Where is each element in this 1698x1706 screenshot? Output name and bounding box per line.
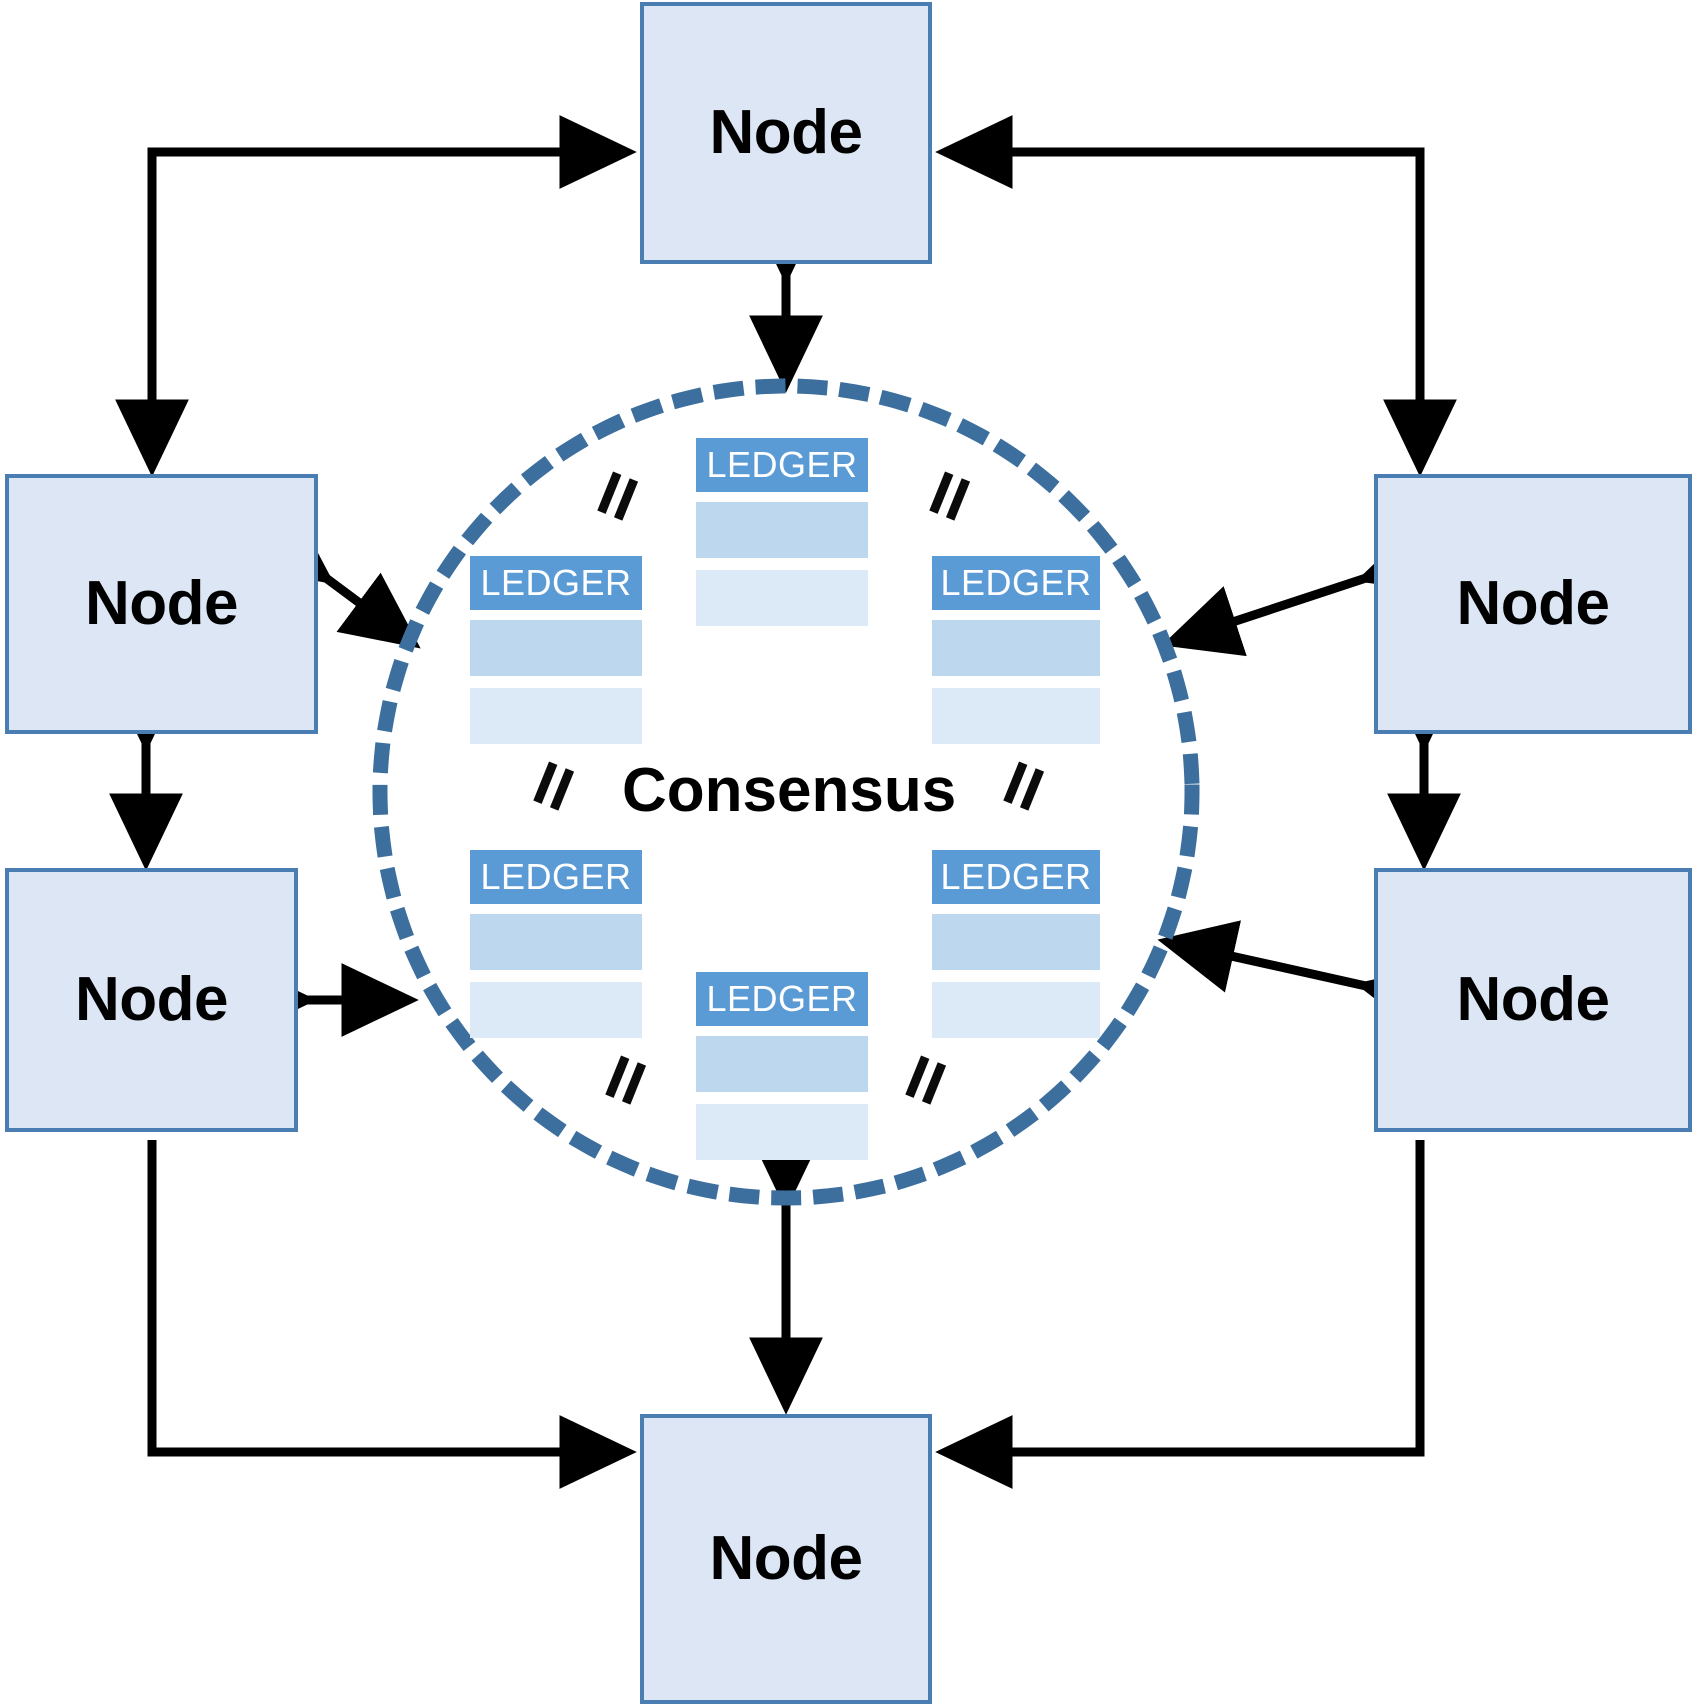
connector-left-to-bottom [147, 1140, 637, 1489]
ledger-spacer [932, 904, 1100, 914]
node-label: Node [1456, 569, 1611, 638]
ledger-header: LEDGER [696, 438, 868, 492]
equals-stroke [1019, 768, 1045, 811]
ledger-bottom[interactable]: LEDGER [696, 972, 868, 1160]
ledger-row-2 [932, 982, 1100, 1038]
equals-stroke [945, 478, 971, 521]
ledger-row-2 [932, 688, 1100, 744]
ledger-spacer [470, 610, 642, 620]
ledger-spacer [932, 970, 1100, 982]
connector-right-upper-node-to-circle [1161, 522, 1441, 657]
ledger-lower-left[interactable]: LEDGER [470, 850, 642, 1038]
ledger-spacer [470, 904, 642, 914]
node-bottom[interactable]: Node [640, 1414, 932, 1704]
ledger-row-1 [932, 914, 1100, 970]
node-right-lower[interactable]: Node [1374, 868, 1692, 1132]
node-label: Node [709, 98, 864, 167]
node-right-upper[interactable]: Node [1374, 474, 1692, 734]
node-label: Node [75, 965, 229, 1034]
ledger-spacer [696, 558, 868, 570]
ledger-header: LEDGER [470, 556, 642, 610]
connector-right-lower-node-to-circle [1157, 920, 1440, 1037]
equals-stroke [549, 768, 575, 811]
ledger-row-1 [932, 620, 1100, 676]
ledger-header: LEDGER [932, 556, 1100, 610]
ledger-row-1 [470, 914, 642, 970]
ledger-lower-right[interactable]: LEDGER [932, 850, 1100, 1038]
ledger-spacer [470, 676, 642, 688]
ledger-spacer [470, 970, 642, 982]
ledger-row-2 [696, 1104, 868, 1160]
ledger-upper-right[interactable]: LEDGER [932, 556, 1100, 744]
node-top[interactable]: Node [640, 2, 932, 264]
node-label: Node [85, 569, 239, 638]
ledger-top[interactable]: LEDGER [696, 438, 868, 626]
ledger-row-2 [470, 688, 642, 744]
equals-stroke [621, 1062, 647, 1105]
ledger-row-1 [470, 620, 642, 676]
node-label: Node [709, 1524, 864, 1593]
equals-stroke [613, 478, 639, 521]
ledger-row-2 [470, 982, 642, 1038]
ledger-header: LEDGER [696, 972, 868, 1026]
connector-right-to-bottom [935, 1140, 1425, 1489]
ledger-spacer [696, 492, 868, 502]
ledger-spacer [932, 610, 1100, 620]
ledger-row-1 [696, 502, 868, 558]
ledger-spacer [696, 1026, 868, 1036]
ledger-header: LEDGER [932, 850, 1100, 904]
ledger-header: LEDGER [470, 850, 642, 904]
ledger-upper-left[interactable]: LEDGER [470, 556, 642, 744]
ledger-spacer [932, 676, 1100, 688]
ledger-row-1 [696, 1036, 868, 1092]
consensus-label: Consensus [622, 756, 957, 825]
ledger-row-2 [696, 570, 868, 626]
connector-left-upper-node-to-circle [250, 508, 421, 649]
consensus-dotted-circle [372, 378, 1200, 1206]
node-left-lower[interactable]: Node [5, 868, 298, 1132]
ledger-spacer [696, 1092, 868, 1104]
equals-stroke [921, 1062, 947, 1105]
node-left-upper[interactable]: Node [5, 474, 318, 734]
node-label: Node [1456, 965, 1611, 1034]
